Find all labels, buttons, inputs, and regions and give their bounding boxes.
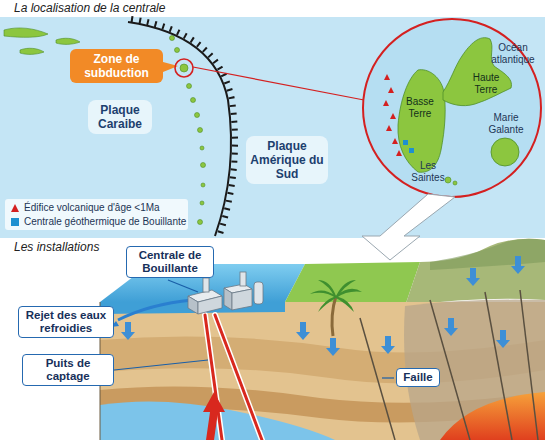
node-text: Zone de subduction xyxy=(75,52,158,80)
legend-swatch xyxy=(11,218,19,226)
inset-sea xyxy=(363,19,541,197)
plate-box: Plaque Caraibe xyxy=(88,100,152,134)
callout-box: Rejet des eaux refroidies xyxy=(18,306,114,338)
zoom-line xyxy=(193,67,364,100)
map-label: Marie Galante xyxy=(480,112,532,136)
plate-box: Plaque Amérique du Sud xyxy=(246,136,328,184)
node-text: Plaque Amérique du Sud xyxy=(250,139,324,181)
zone-box: Zone de subduction xyxy=(70,49,163,83)
legend-box xyxy=(5,199,188,230)
leader-lines xyxy=(114,280,394,378)
node-text: Faille xyxy=(401,371,435,384)
map-label: Océan atlantique xyxy=(488,42,538,66)
map-label: Basse Terre xyxy=(401,96,439,120)
legend-text: Édifice volcanique d'âge <1Ma xyxy=(24,202,160,214)
map-title: La localisation de la centrale xyxy=(14,1,165,15)
block-diagram xyxy=(100,239,545,440)
section-heading: Les installations xyxy=(14,240,99,254)
map-label: Haute Terre xyxy=(466,72,506,96)
callout-box: Puits de captage xyxy=(22,354,114,386)
volcano-symbol xyxy=(11,204,19,212)
callout-box: Centrale de Bouillante xyxy=(126,246,214,278)
node-text: Plaque Caraibe xyxy=(92,103,148,131)
zoom-arrow xyxy=(362,194,455,260)
node-text: Puits de captage xyxy=(27,357,109,383)
map-sea xyxy=(0,17,545,238)
node-text: Centrale de Bouillante xyxy=(131,249,209,275)
callout-box: Faille xyxy=(396,368,440,387)
legend-text: Centrale géothermique de Bouillante xyxy=(24,216,186,228)
caribbean-islands xyxy=(4,28,206,225)
inset-ring xyxy=(363,19,541,197)
node-text: Rejet des eaux refroidies xyxy=(23,309,109,335)
zoom-ring xyxy=(175,59,193,77)
map-label: Les Saintes xyxy=(408,160,448,184)
